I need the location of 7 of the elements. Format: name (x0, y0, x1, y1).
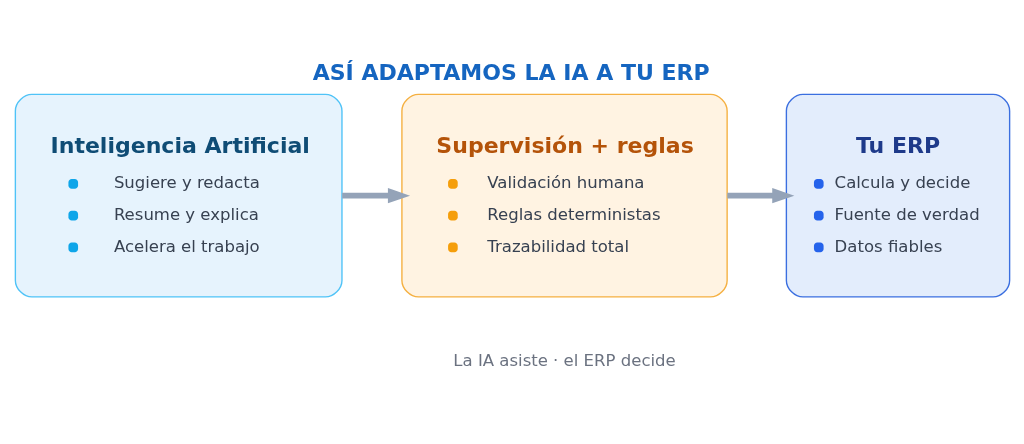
node-box: Tu ERP Calcula y decide Fuente de verdad Datos fiables (785, 93, 1010, 298)
arrow (726, 187, 794, 203)
caption: La IA asiste · el ERP decide (452, 350, 676, 370)
node-box: Supervisión + reglas Validación humana Reglas deterministas Trazabilidad total (400, 93, 728, 298)
arrow (341, 187, 410, 203)
diagram-title: ASÍ ADAPTAMOS LA IA A TU ERP (312, 59, 710, 85)
node-box: Inteligencia Artificial Sugiere y redacta Resume y explica Acelera el trabajo (14, 93, 343, 298)
